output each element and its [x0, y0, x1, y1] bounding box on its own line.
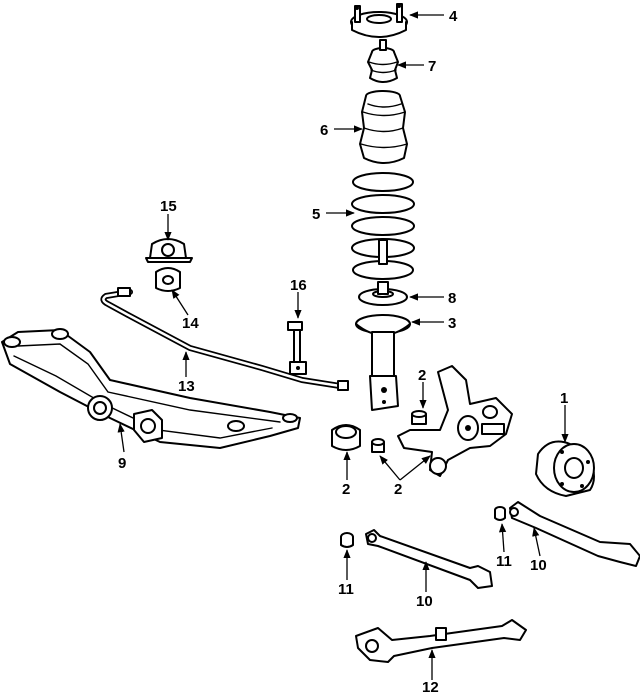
callout-10a: 10 — [416, 593, 433, 610]
callout-6: 6 — [320, 122, 328, 139]
callout-1: 1 — [560, 390, 568, 407]
callout-7: 7 — [428, 58, 436, 75]
callout-8: 8 — [448, 290, 456, 307]
coil-spring-part — [351, 172, 415, 280]
callout-3: 3 — [448, 315, 456, 332]
wheel-hub-part — [535, 440, 595, 497]
stabilizer-bushing-part — [155, 267, 181, 292]
dust-boot-part — [359, 90, 408, 164]
callout-14: 14 — [182, 315, 199, 332]
strut-mount-part — [350, 3, 408, 38]
callout-10b: 10 — [530, 557, 547, 574]
stabilizer-link-part — [287, 321, 307, 375]
callout-13: 13 — [178, 378, 195, 395]
callout-2b: 2 — [342, 481, 350, 498]
suspension-arm-part — [355, 619, 527, 663]
arm-bushing-parts — [340, 506, 506, 548]
callout-5: 5 — [312, 206, 320, 223]
callout-9: 9 — [118, 455, 126, 472]
lateral-link-part — [365, 529, 493, 589]
bump-stop-part — [367, 39, 399, 83]
callout-2c: 2 — [394, 481, 402, 498]
callout-12: 12 — [422, 679, 439, 695]
knuckle-part — [397, 365, 513, 477]
strut-assembly-part — [355, 314, 411, 411]
leader-lines — [117, 11, 569, 680]
bushing-parts — [331, 410, 427, 453]
callout-11b: 11 — [496, 553, 512, 570]
callout-labels: 4 7 6 5 15 14 16 8 3 13 2 1 9 2 2 11 10 … — [118, 8, 568, 695]
stabilizer-bar-part — [100, 287, 349, 391]
crossmember-part — [1, 328, 301, 449]
spring-seat-part — [358, 281, 408, 306]
callout-16: 16 — [290, 277, 307, 294]
callout-4: 4 — [449, 8, 458, 25]
trailing-link-part — [509, 501, 640, 567]
stabilizer-bracket-part — [145, 238, 193, 263]
callout-2a: 2 — [418, 367, 426, 384]
callout-11a: 11 — [338, 581, 354, 598]
callout-15: 15 — [160, 198, 177, 215]
